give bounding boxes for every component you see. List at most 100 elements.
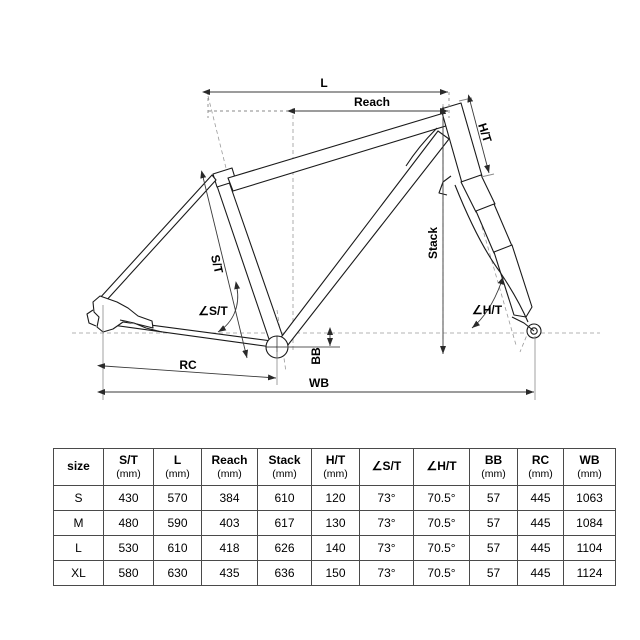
geometry-table: size S/T (mm) L (mm) Reach (mm) Stack (m… [53, 448, 616, 586]
column-header-bottom-bracket-unit: (mm) [481, 467, 506, 480]
label-wheelbase: WB [309, 376, 329, 390]
front-dropout [511, 316, 535, 332]
cell-seat-tube-angle: 73° [359, 560, 414, 586]
column-header-seat-tube-angle: ∠S/T [359, 448, 414, 486]
column-header-length-unit: (mm) [165, 467, 190, 480]
column-header-head-tube-angle-label: ∠H/T [426, 459, 457, 474]
rc-dimension-line [97, 363, 277, 381]
cell-stack: 617 [257, 510, 312, 536]
cell-reach: 435 [201, 560, 258, 586]
cell-length: 570 [153, 485, 202, 511]
label-reach: Reach [354, 95, 390, 109]
cell-size: L [53, 535, 104, 561]
column-header-reach: Reach (mm) [201, 448, 258, 486]
dimension-wheelbase [97, 336, 536, 400]
cell-wheelbase: 1104 [563, 535, 616, 561]
label-seat-tube-angle: ∠S/T [198, 304, 228, 318]
cell-stack: 626 [257, 535, 312, 561]
cell-reach: 418 [201, 535, 258, 561]
label-stack: Stack [426, 227, 440, 259]
column-header-reach-label: Reach [211, 453, 248, 468]
cell-bottom-bracket: 57 [469, 535, 518, 561]
frame-geometry-diagram: L Reach Stack H/T S/T [0, 0, 640, 430]
dimension-length [202, 89, 450, 118]
cell-length: 590 [153, 510, 202, 536]
cell-size: XL [53, 560, 104, 586]
cell-bottom-bracket: 57 [469, 560, 518, 586]
column-header-bottom-bracket: BB (mm) [469, 448, 518, 486]
column-header-seat-tube: S/T (mm) [103, 448, 154, 486]
cell-bottom-bracket: 57 [469, 485, 518, 511]
angle-head-tube [471, 276, 504, 329]
label-rear-center: RC [179, 358, 197, 372]
column-header-stack-label: Stack [268, 453, 301, 468]
steerer-axis-construction [448, 111, 517, 346]
cell-rear-center: 445 [517, 510, 564, 536]
column-header-bottom-bracket-label: BB [484, 453, 503, 468]
rear-dropout-brace [119, 319, 163, 333]
column-header-rear-center: RC (mm) [517, 448, 564, 486]
label-seat-tube: S/T [208, 253, 226, 275]
cell-length: 630 [153, 560, 202, 586]
cell-reach: 384 [201, 485, 258, 511]
label-length: L [320, 76, 327, 90]
cell-rear-center: 445 [517, 485, 564, 511]
column-header-rear-center-unit: (mm) [528, 467, 553, 480]
column-header-wheelbase: WB (mm) [563, 448, 616, 486]
cell-bottom-bracket: 57 [469, 510, 518, 536]
geometry-drawing: L Reach Stack H/T S/T [0, 0, 640, 430]
fork-curve [454, 184, 529, 323]
cell-reach: 403 [201, 510, 258, 536]
column-header-head-tube-unit: (mm) [323, 467, 348, 480]
table-row: XL 580 630 435 636 150 73° 70.5° 57 445 … [53, 560, 616, 586]
column-header-seat-tube-label: S/T [119, 453, 138, 468]
column-header-size-label: size [67, 459, 90, 474]
diagram-background [0, 0, 640, 430]
cell-rear-center: 445 [517, 560, 564, 586]
ht-bottom-extension [480, 173, 495, 178]
cell-head-tube-angle: 70.5° [413, 535, 470, 561]
rear-dropout [92, 295, 154, 333]
cell-size: S [53, 485, 104, 511]
cell-head-tube: 130 [311, 510, 360, 536]
table-header-row: size S/T (mm) L (mm) Reach (mm) Stack (m… [53, 448, 616, 486]
fork-steerer [460, 174, 496, 213]
cell-size: M [53, 510, 104, 536]
cell-seat-tube-angle: 73° [359, 510, 414, 536]
column-header-reach-unit: (mm) [217, 467, 242, 480]
frame-tubes [86, 102, 542, 359]
cell-head-tube-angle: 70.5° [413, 485, 470, 511]
cell-rear-center: 445 [517, 535, 564, 561]
cell-wheelbase: 1084 [563, 510, 616, 536]
dimension-bb-drop [277, 327, 340, 348]
table-row: L 530 610 418 626 140 73° 70.5° 57 445 1… [53, 535, 616, 561]
cell-seat-tube-angle: 73° [359, 485, 414, 511]
cell-seat-tube: 530 [103, 535, 154, 561]
cell-head-tube-angle: 70.5° [413, 510, 470, 536]
cell-wheelbase: 1124 [563, 560, 616, 586]
rear-derailleur-hanger [86, 309, 97, 327]
cell-head-tube-angle: 70.5° [413, 560, 470, 586]
cell-head-tube: 140 [311, 535, 360, 561]
column-header-head-tube-label: H/T [325, 453, 346, 468]
table-row: S 430 570 384 610 120 73° 70.5° 57 445 1… [53, 485, 616, 511]
cell-wheelbase: 1063 [563, 485, 616, 511]
column-header-length-label: L [173, 453, 182, 468]
fork-crown-shadow [405, 127, 438, 167]
column-header-head-tube: H/T (mm) [311, 448, 360, 486]
cell-seat-tube: 480 [103, 510, 154, 536]
column-header-wheelbase-unit: (mm) [577, 467, 602, 480]
column-header-rear-center-label: RC [531, 453, 550, 468]
column-header-seat-tube-angle-label: ∠S/T [371, 459, 402, 474]
label-head-tube-angle: ∠H/T [472, 303, 503, 317]
cell-head-tube: 150 [311, 560, 360, 586]
cell-stack: 636 [257, 560, 312, 586]
table-row: M 480 590 403 617 130 73° 70.5° 57 445 1… [53, 510, 616, 536]
cell-seat-tube: 580 [103, 560, 154, 586]
cell-length: 610 [153, 535, 202, 561]
st-angle-arc [217, 281, 241, 333]
column-header-stack: Stack (mm) [257, 448, 312, 486]
angle-seat-tube [217, 281, 241, 333]
column-header-size: size [53, 448, 104, 486]
cell-stack: 610 [257, 485, 312, 511]
